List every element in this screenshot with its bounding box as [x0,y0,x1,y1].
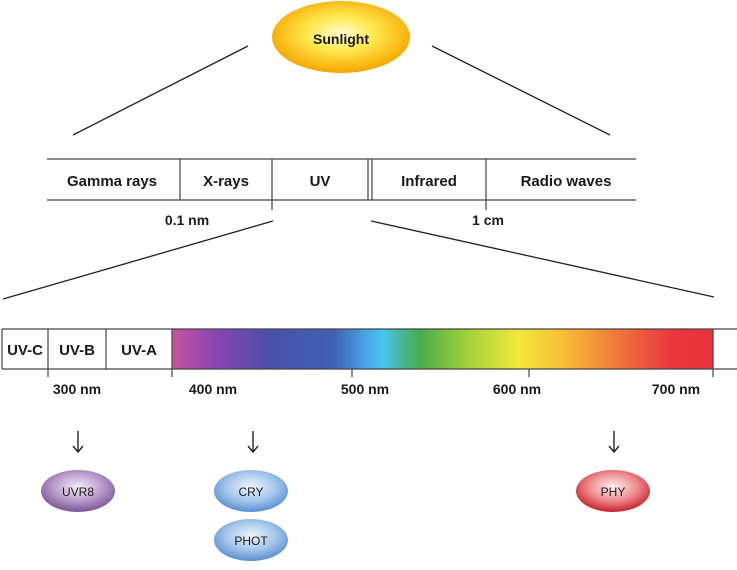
zoom-line-right-bottom [370,220,715,298]
uvr8-label: UVR8 [62,485,94,499]
tick-label-600-nm: 600 nm [493,381,541,397]
band-uv-a: UV-A [121,342,157,359]
segment-infrared: Infrared [401,173,457,190]
arrows [72,431,620,454]
sun: Sunlight [272,1,410,73]
segment-x-rays: X-rays [203,173,249,190]
zoom-line-right-top [431,45,611,136]
photoreceptor-cry: CRY [214,470,288,512]
zoom-line-left-bottom [2,220,274,300]
cry-label: CRY [238,485,263,499]
zoom-line-left-top [72,45,249,136]
segment-radio-waves: Radio waves [521,173,612,190]
tick-label-300-nm: 300 nm [53,381,101,397]
photoreceptor-phy: PHY [576,470,650,512]
em-spectrum-bar [47,158,636,210]
tick-label-400-nm: 400 nm [189,381,237,397]
visible-spectrum-gradient [172,329,713,369]
band-uv-c: UV-C [7,342,43,359]
tick-label-700-nm: 700 nm [652,381,700,397]
sun-label: Sunlight [313,31,369,47]
tick-label-500-nm: 500 nm [341,381,389,397]
wavelength-ticks [47,329,714,377]
photoreceptor-phot: PHOT [214,519,288,561]
band-uv-b: UV-B [59,342,95,359]
tick-label-0-1-nm: 0.1 nm [165,212,209,228]
phy-label: PHY [601,485,626,499]
photoreceptor-uvr8: UVR8 [41,470,115,512]
uv-scale-bar [1,328,737,370]
phot-label: PHOT [234,534,268,548]
segment-uv: UV [310,173,331,190]
tick-label-1-cm: 1 cm [472,212,504,228]
segment-gamma-rays: Gamma rays [67,173,157,190]
sun-ellipse [272,1,410,73]
